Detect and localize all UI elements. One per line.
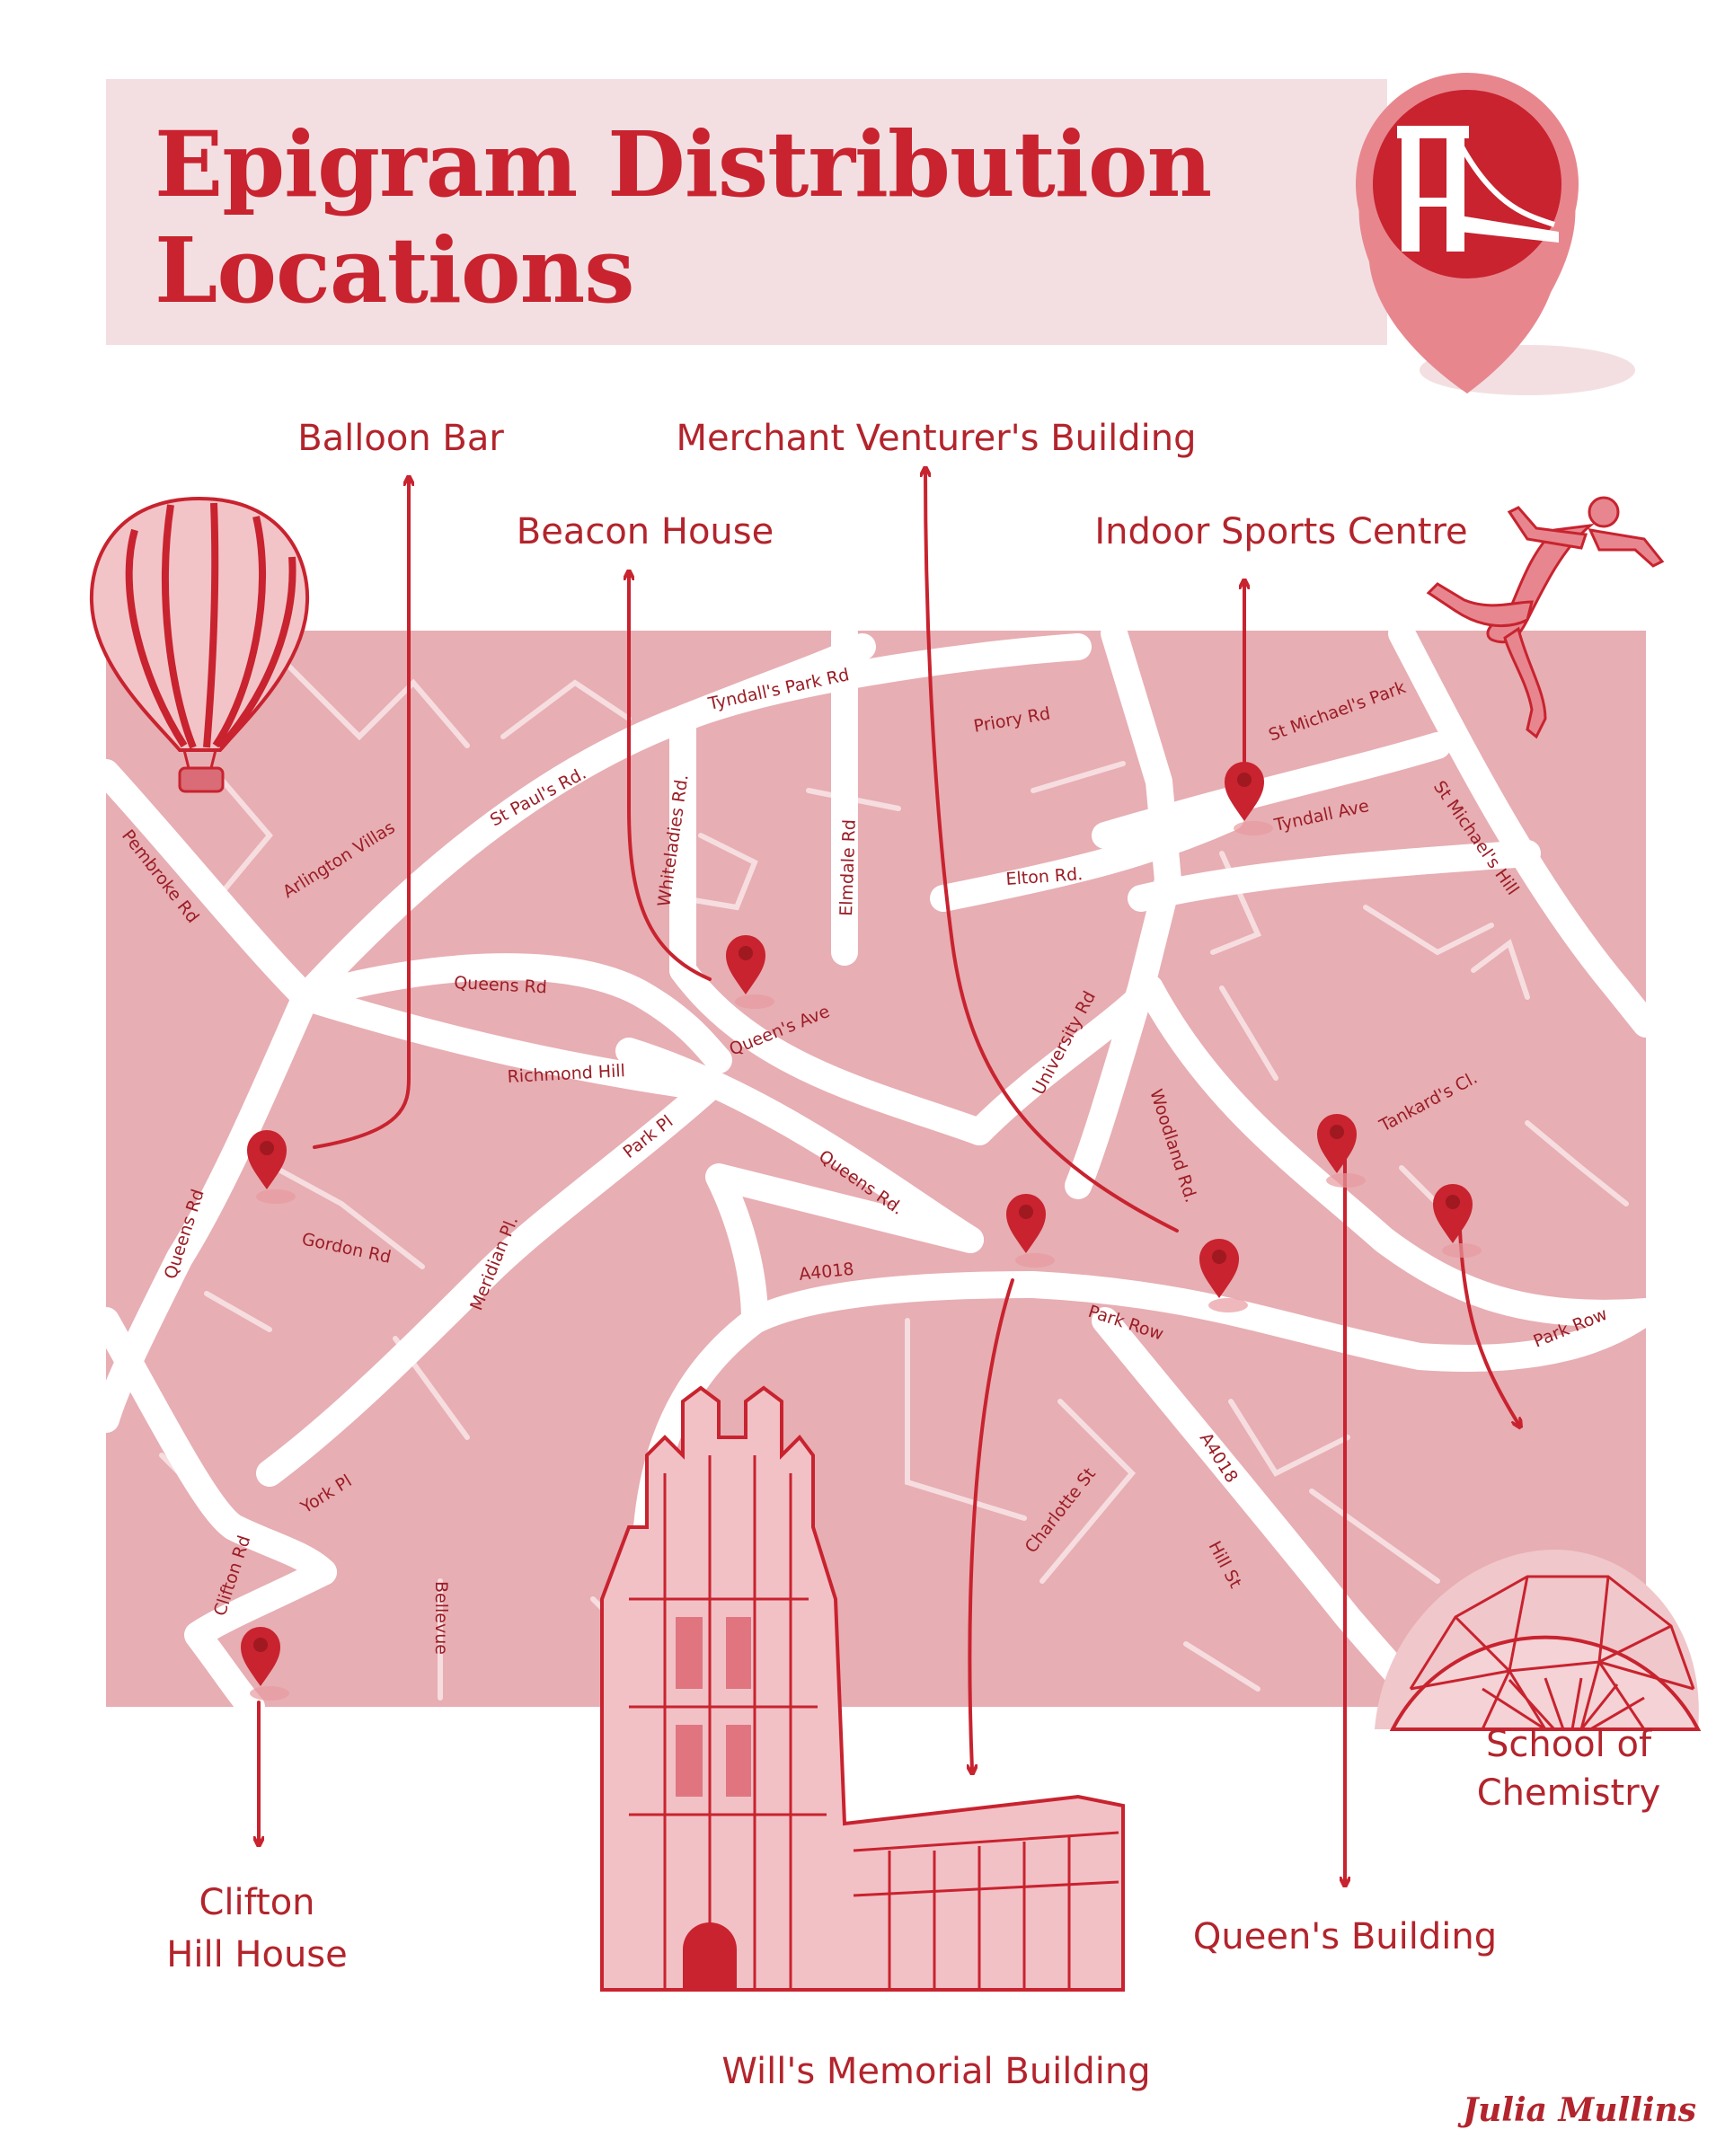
label-balloon-bar: Balloon Bar — [297, 418, 504, 459]
title-line-2: Locations — [155, 217, 635, 323]
street-bellevue: Bellevue — [431, 1581, 451, 1655]
label-merchant-venturers: Merchant Venturer's Building — [676, 418, 1197, 459]
label-beacon-house: Beacon House — [516, 511, 774, 552]
label-school-chem-1: School of — [1485, 1724, 1652, 1765]
hot-air-balloon-icon — [89, 496, 310, 793]
gothic-tower-icon — [600, 1385, 1125, 1992]
title-banner — [106, 79, 1387, 345]
title-line-1: Epigram Distribution — [155, 111, 1212, 217]
runner-icon — [1426, 496, 1665, 739]
label-clifton-2: Hill House — [166, 1934, 348, 1975]
page-title: Epigram Distribution Locations — [155, 111, 1212, 323]
suspension-bridge-icon — [1356, 73, 1635, 395]
location-arrows — [259, 472, 1518, 1882]
artist-signature: Julia Mullins — [1463, 2091, 1696, 2129]
label-wills-memorial: Will's Memorial Building — [721, 2051, 1151, 2092]
label-queens-building: Queen's Building — [1192, 1916, 1498, 1957]
street-elmdale: Elmdale Rd — [836, 819, 860, 916]
label-clifton-1: Clifton — [199, 1882, 315, 1923]
street-queens-rd-top: Queens Rd — [454, 973, 548, 997]
label-indoor-sports: Indoor Sports Centre — [1094, 511, 1468, 552]
geodesic-dome-icon — [1375, 1550, 1702, 1731]
label-school-chem-2: Chemistry — [1476, 1772, 1661, 1814]
